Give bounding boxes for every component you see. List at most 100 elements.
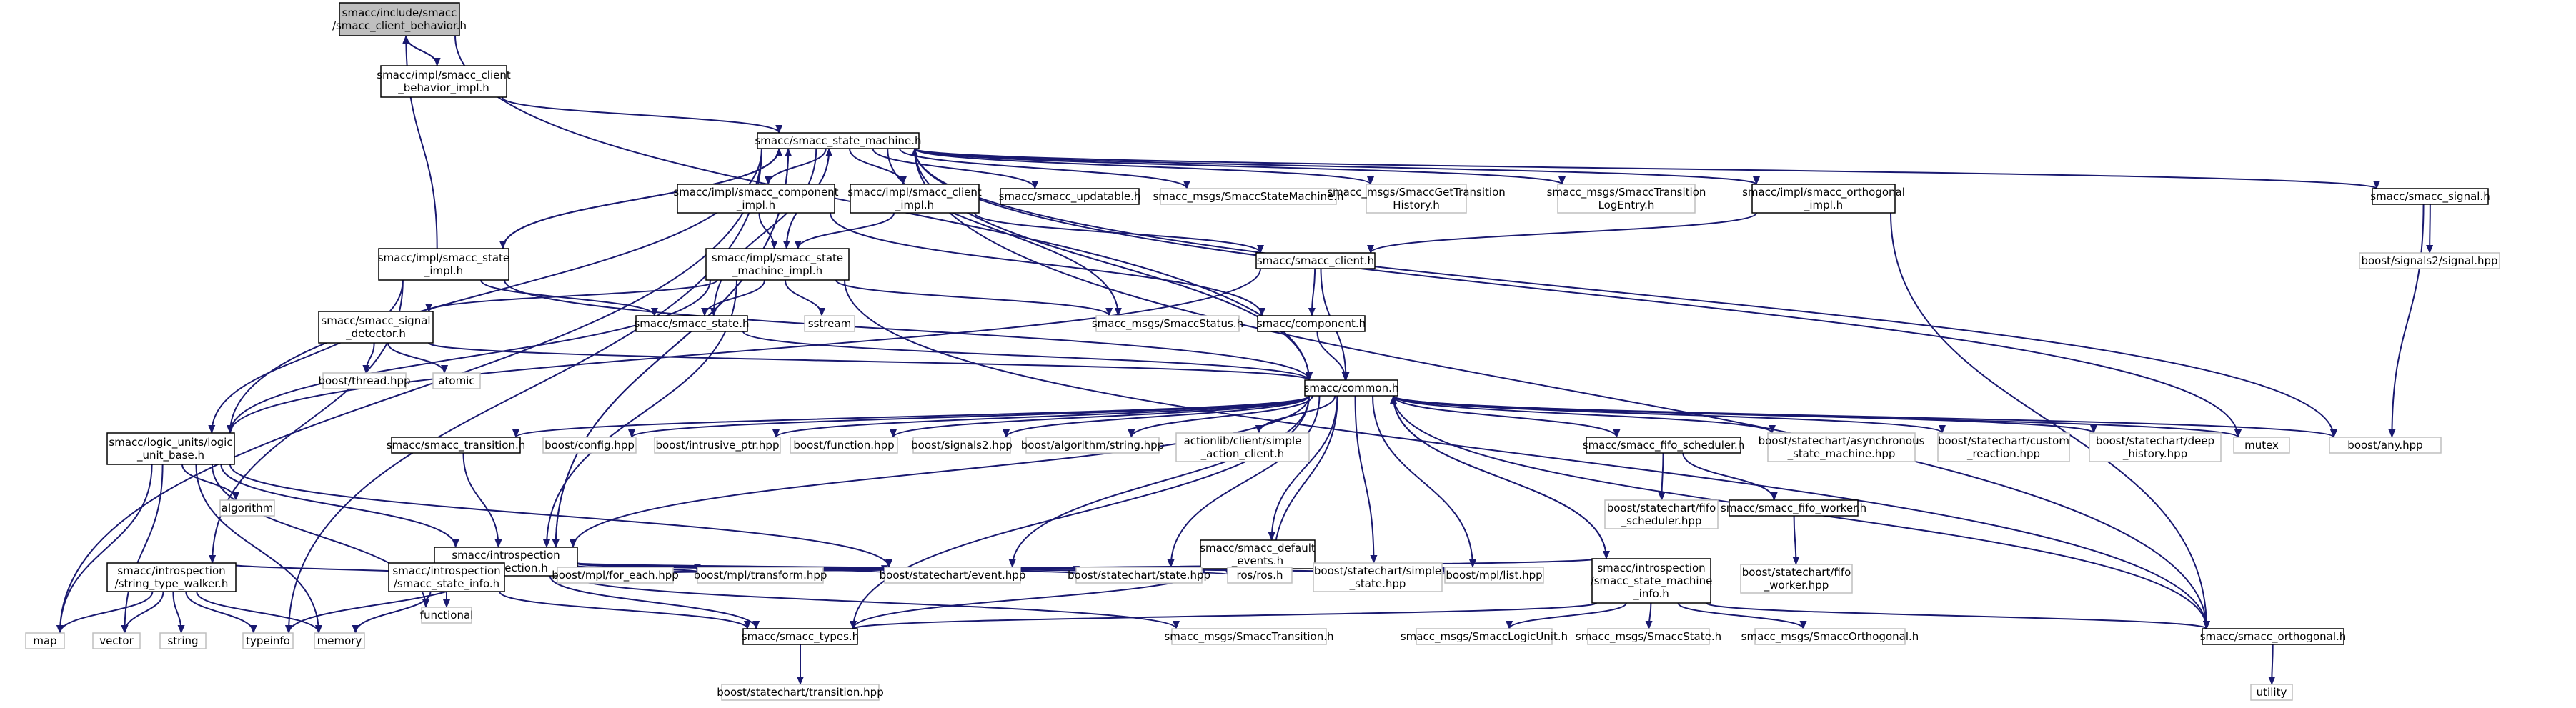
node-customreact[interactable]: boost/statechart/custom_reaction.hpp	[1937, 432, 2070, 462]
node-config[interactable]: boost/config.hpp	[542, 437, 637, 454]
node-string[interactable]: string	[159, 632, 207, 649]
nodes-layer: smacc/include/smacc/smacc_client_behavio…	[25, 2, 2500, 701]
node-box	[92, 632, 141, 649]
node-msgstate[interactable]: smacc_msgs/SmaccState.h	[1576, 628, 1721, 645]
node-intrusive[interactable]: boost/intrusive_ptr.hpp	[654, 437, 781, 454]
edge-sminfo-to-orthogonal	[1706, 602, 2210, 629]
node-box	[1587, 628, 1710, 645]
node-component[interactable]: smacc/component.h	[1257, 315, 1366, 332]
node-label: _machine_impl.h	[732, 264, 822, 278]
edge-common-to-config	[628, 395, 1310, 438]
node-sm[interactable]: smacc/smacc_state_machine.h	[755, 132, 922, 149]
node-fifosched[interactable]: smacc/smacc_fifo_scheduler.h	[1583, 437, 1744, 454]
node-typeinfo[interactable]: typeinfo	[242, 632, 294, 649]
node-fifoworker[interactable]: smacc/smacc_fifo_worker.h	[1721, 499, 1866, 517]
node-label: _impl.h	[895, 199, 934, 212]
edge-state-to-common	[742, 331, 1313, 381]
edge-stwalker-to-vector	[121, 591, 164, 634]
node-clientimpl[interactable]: smacc/impl/smacc_client_impl.h	[847, 184, 982, 214]
node-stwalker[interactable]: smacc/introspection/string_type_walker.h	[106, 562, 237, 592]
node-utility[interactable]: utility	[2250, 684, 2293, 701]
node-signal[interactable]: smacc/smacc_signal.h	[2370, 188, 2490, 205]
node-state[interactable]: smacc/smacc_state.h	[634, 315, 750, 332]
node-asyncsm[interactable]: boost/statechart/asynchronous_state_mach…	[1759, 432, 1925, 462]
node-updatable[interactable]: smacc/smacc_updatable.h	[999, 188, 1141, 205]
node-box	[106, 562, 237, 592]
node-box	[1937, 432, 2070, 462]
node-functional[interactable]: functional	[420, 607, 474, 624]
node-label: _info.h	[1633, 587, 1669, 601]
node-stateinfo[interactable]: smacc/introspection/smacc_state_info.h	[388, 562, 505, 592]
node-box	[677, 184, 835, 214]
node-signal2[interactable]: boost/signals2/signal.hpp	[2359, 252, 2500, 269]
edge-stateimpl-to-state	[480, 279, 658, 316]
node-any[interactable]: boost/any.hpp	[2329, 437, 2442, 454]
node-vector[interactable]: vector	[92, 632, 141, 649]
node-types[interactable]: smacc/smacc_types.h	[742, 628, 859, 645]
edge-stateimpl-to-lubase	[208, 279, 404, 434]
node-smimpl[interactable]: smacc/impl/smacc_state_machine_impl.h	[705, 248, 850, 281]
edge-sm-to-msgstatus	[887, 148, 1122, 316]
node-label: boost/signals2/signal.hpp	[2361, 254, 2497, 267]
node-map[interactable]: map	[25, 632, 65, 649]
node-label: smacc/include/smacc	[342, 6, 457, 19]
node-label: smacc/introspection	[392, 564, 500, 577]
node-transition[interactable]: smacc/smacc_transition.h	[387, 437, 526, 454]
node-root[interactable]: smacc/include/smacc/smacc_client_behavio…	[332, 2, 467, 36]
node-memory[interactable]: memory	[314, 632, 365, 649]
node-common[interactable]: smacc/common.h	[1304, 379, 1399, 397]
node-sigdet[interactable]: smacc/smacc_signal_detector.h	[318, 311, 434, 344]
node-mutex[interactable]: mutex	[2233, 437, 2290, 454]
node-label: smacc/impl/smacc_component	[673, 186, 838, 199]
edge-common-to-mutex	[1393, 395, 2242, 438]
node-sstream[interactable]: sstream	[804, 315, 855, 332]
node-label: vector	[99, 634, 134, 647]
node-thread[interactable]: boost/thread.hpp	[318, 372, 411, 389]
node-lubase[interactable]: smacc/logic_units/logic_unit_base.h	[106, 432, 235, 465]
node-deephist[interactable]: boost/statechart/deep_history.hpp	[2089, 432, 2222, 462]
node-foreach[interactable]: boost/mpl/for_each.hpp	[552, 567, 679, 584]
node-orthimpl[interactable]: smacc/impl/smacc_orthogonal_impl.h	[1742, 184, 1905, 214]
node-ros[interactable]: ros/ros.h	[1227, 567, 1293, 584]
node-cbimpl[interactable]: smacc/impl/smacc_client_behavior_impl.h	[377, 65, 511, 98]
node-atomic[interactable]: atomic	[432, 372, 481, 389]
edge-smimpl-to-sigdet	[425, 279, 718, 312]
edge-sm-to-map	[56, 148, 762, 634]
node-algostring[interactable]: boost/algorithm/string.hpp	[1021, 437, 1164, 454]
node-msglu[interactable]: smacc_msgs/SmaccLogicUnit.h	[1401, 628, 1568, 645]
node-box	[1200, 539, 1316, 569]
node-actionlib[interactable]: actionlib/client/simple_action_client.h	[1175, 432, 1310, 462]
node-label: atomic	[438, 374, 474, 387]
node-msgstatus[interactable]: smacc_msgs/SmaccStatus.h	[1092, 315, 1243, 332]
node-orthogonal[interactable]: smacc/smacc_orthogonal.h	[2200, 628, 2347, 645]
node-signals2[interactable]: boost/signals2.hpp	[911, 437, 1013, 454]
node-function[interactable]: boost/function.hpp	[790, 437, 898, 454]
node-sminfo[interactable]: smacc/introspection/smacc_state_machine_…	[1591, 558, 1713, 604]
node-msgorth[interactable]: smacc_msgs/SmaccOrthogonal.h	[1741, 628, 1919, 645]
node-box	[850, 184, 980, 214]
edge-signal-to-any	[2388, 204, 2425, 438]
node-transform[interactable]: boost/mpl/transform.hpp	[694, 567, 827, 584]
edge-sigdet-to-atomic	[387, 342, 449, 374]
node-stateimpl[interactable]: smacc/impl/smacc_state_impl.h	[378, 248, 509, 281]
node-defevents[interactable]: smacc/smacc_default_events.h	[1200, 539, 1316, 569]
node-client[interactable]: smacc/smacc_client.h	[1255, 252, 1376, 269]
node-msgsm[interactable]: smacc_msgs/SmaccStateMachine.h	[1153, 188, 1344, 205]
node-box	[314, 632, 365, 649]
node-compimpl[interactable]: smacc/impl/smacc_component_impl.h	[673, 184, 839, 214]
node-event[interactable]: boost/statechart/event.hpp	[880, 567, 1026, 584]
node-fifoworkerhpp[interactable]: boost/statechart/fifo_worker.hpp	[1740, 564, 1853, 594]
node-fifoschedhpp[interactable]: boost/statechart/fifo_scheduler.hpp	[1604, 499, 1719, 529]
edge-common-to-transition	[512, 395, 1310, 438]
node-statehpp[interactable]: boost/statechart/state.hpp	[1068, 567, 1210, 584]
node-mpllist[interactable]: boost/mpl/list.hpp	[1444, 567, 1544, 584]
node-label: smacc/smacc_orthogonal.h	[2200, 630, 2347, 644]
edge-compimpl-to-smimpl	[758, 212, 778, 249]
node-algorithm[interactable]: algorithm	[219, 499, 275, 517]
node-transitionhpp[interactable]: boost/statechart/transition.hpp	[717, 684, 884, 701]
edge-fifoworker-to-fifoworkerhpp	[1792, 515, 1800, 565]
node-simplestate[interactable]: boost/statechart/simple_state.hpp	[1313, 562, 1443, 592]
node-msgtrans[interactable]: smacc_msgs/SmaccTransition.h	[1164, 628, 1334, 645]
